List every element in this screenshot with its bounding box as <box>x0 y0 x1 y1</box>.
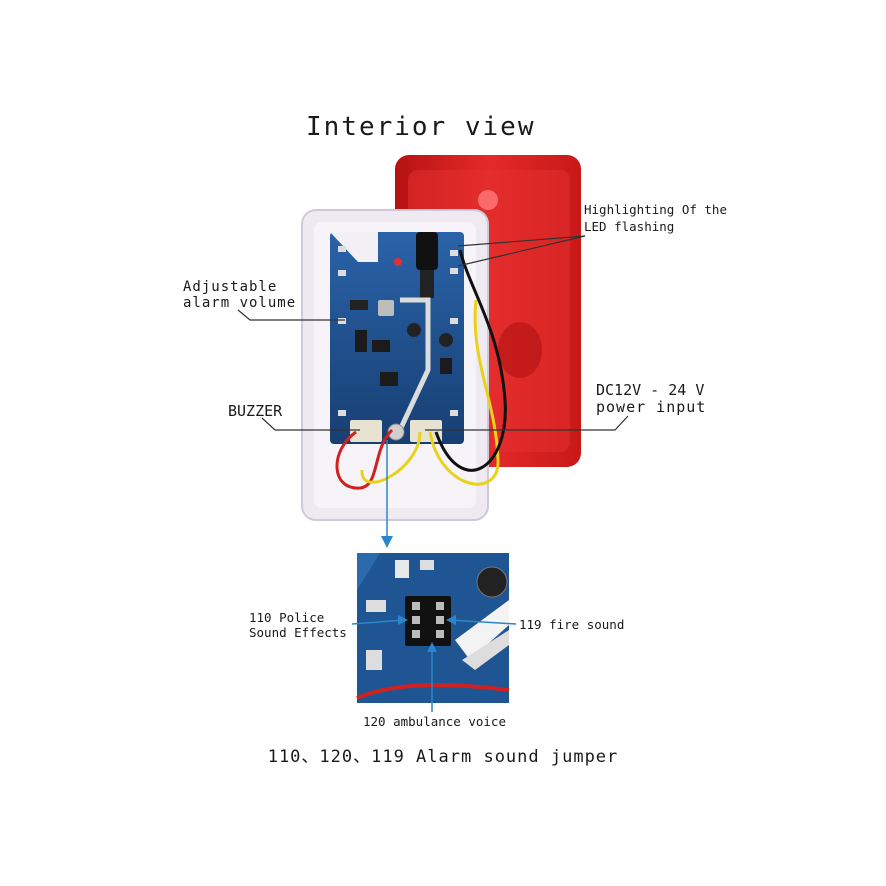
arrow-right-icon <box>351 615 408 625</box>
led-label-line2: LED flashing <box>584 219 675 234</box>
ambulance-label: 120 ambulance voice <box>363 714 506 729</box>
volume-label-line1: Adjustable <box>183 279 278 295</box>
arrow-up-icon <box>427 642 437 712</box>
caption: 110、120、119 Alarm sound jumper <box>267 747 619 767</box>
page-title: Interior view <box>306 112 536 142</box>
led-label-line1: Highlighting Of the <box>584 202 727 217</box>
power-label-line1: DC12V - 24 V <box>596 381 705 399</box>
wires <box>335 249 507 490</box>
leader-lines <box>237 235 629 431</box>
buzzer-label: BUZZER <box>228 402 283 420</box>
arrow-left-icon <box>446 615 517 625</box>
police-label-line1: 110 Police <box>249 610 325 625</box>
fire-label: 119 fire sound <box>519 617 625 632</box>
circuit-board <box>330 232 464 444</box>
volume-label-line2: alarm volume <box>183 295 297 311</box>
jumper-detail-photo <box>356 553 510 703</box>
police-label-line2: Sound Effects <box>249 625 347 640</box>
power-label-line2: power input <box>596 398 707 416</box>
arrow-down-icon <box>381 440 393 548</box>
